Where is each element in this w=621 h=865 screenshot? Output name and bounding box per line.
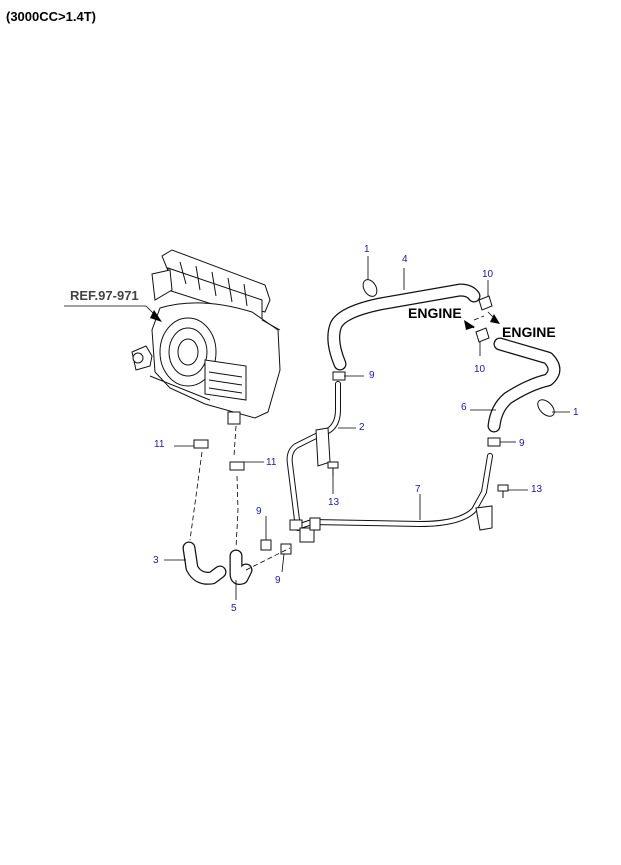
hose-5: [229, 549, 253, 585]
callout-1-right: 1: [573, 407, 579, 418]
engine-label-left: ENGINE: [408, 305, 462, 321]
pipe-2: [286, 381, 341, 531]
callout-9-right: 9: [519, 438, 525, 449]
hose-3: [182, 541, 227, 585]
engine-label-right: ENGINE: [502, 324, 556, 340]
callout-2: 2: [359, 422, 365, 433]
callout-9-low: 9: [275, 575, 281, 586]
callout-11-mid: 11: [266, 457, 277, 468]
heater-unit: [131, 249, 281, 425]
diagram-title: (3000CC>1.4T): [6, 9, 96, 24]
ref-label: REF.97-971: [70, 288, 139, 303]
callout-9-mid: 9: [256, 506, 262, 517]
pipe-7: [297, 453, 493, 531]
engine-labels: ENGINE ENGINE: [408, 305, 556, 340]
callout-4: 4: [402, 254, 408, 265]
dashed-guides: [189, 315, 485, 571]
clamps: [193, 279, 555, 555]
callout-6: 6: [461, 402, 467, 413]
callout-9-top: 9: [369, 370, 375, 381]
bolts: [327, 461, 509, 498]
callout-7: 7: [415, 484, 421, 495]
hose-6: [487, 337, 561, 433]
ref-callout: REF.97-971: [64, 288, 162, 322]
callout-13-right: 13: [531, 484, 543, 495]
pipe-fittings: [289, 517, 321, 543]
callout-11-left: 11: [154, 439, 165, 450]
callout-10-bottom: 10: [474, 364, 486, 375]
callout-1-top: 1: [364, 244, 370, 255]
part-numbers: 1 4 10 10 9 6 1 9 2 11 11 13 13 7 9 9 3 …: [153, 244, 579, 614]
hose-4: [327, 283, 481, 371]
callout-13-mid: 13: [328, 497, 340, 508]
callout-5: 5: [231, 603, 237, 614]
callout-leaders: [164, 256, 570, 600]
callout-3: 3: [153, 555, 159, 566]
callout-10-top: 10: [482, 269, 494, 280]
